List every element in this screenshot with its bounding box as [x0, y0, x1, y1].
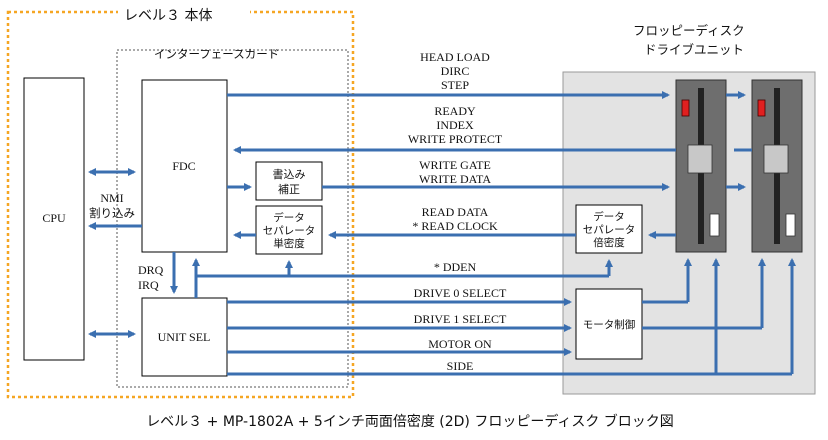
- write-comp-block: [255, 161, 323, 201]
- signal-drive0-select: DRIVE 0 SELECT: [414, 286, 507, 300]
- nmi-label: NMI: [100, 191, 123, 205]
- signal-read-clock: * READ CLOCK: [412, 219, 498, 233]
- cpu-block: [23, 77, 85, 361]
- unit-sel-label: UNIT SEL: [158, 330, 211, 344]
- signal-step: STEP: [441, 78, 469, 92]
- fdc-block: [141, 79, 228, 253]
- signal-ready: READY: [434, 104, 476, 118]
- host-title-bg: [118, 5, 250, 23]
- fdc-label: FDC: [172, 159, 195, 173]
- motor-ctrl-block: [575, 288, 643, 360]
- motor-ctrl-label: モータ制御: [583, 318, 636, 331]
- drq-label: DRQ: [138, 263, 164, 277]
- separator-sd-block: [255, 205, 323, 255]
- signal-side: SIDE: [447, 359, 474, 373]
- host-frame: [6, 10, 355, 399]
- host-title: レベル３ 本体: [124, 8, 212, 24]
- signal-write-gate: WRITE GATE: [419, 158, 491, 172]
- signal-motor-on: MOTOR ON: [428, 337, 492, 351]
- irq-label: IRQ: [138, 278, 159, 292]
- signal-index: INDEX: [436, 118, 474, 132]
- signal-read-data: READ DATA: [422, 205, 489, 219]
- card-title: インターフェースカード: [154, 47, 279, 61]
- fdd-title-line2: ドライブユニット: [644, 42, 744, 57]
- separator-sd-line3: 単密度: [273, 237, 305, 250]
- diagram-caption: レベル３ + MP-1802A + 5インチ両面倍密度 (2D) フロッピーディ…: [146, 413, 674, 430]
- floppy-drive-0: [675, 79, 727, 253]
- separator-dd-line3: 倍密度: [593, 236, 625, 249]
- signal-head-load: HEAD LOAD: [420, 50, 490, 64]
- unit-sel-block: [141, 297, 228, 377]
- signal-dden: * DDEN: [434, 260, 477, 274]
- drive0-led: [681, 99, 690, 117]
- separator-sd-line2: セパレータ: [263, 225, 316, 237]
- cpu-label: CPU: [42, 211, 66, 225]
- separator-dd-block: [575, 204, 643, 254]
- nmi-interrupt-label: 割り込み: [89, 206, 135, 220]
- drive1-led: [757, 99, 766, 117]
- signal-dirc: DIRC: [441, 64, 470, 78]
- fdd-title-line1: フロッピーディスク: [633, 23, 745, 38]
- floppy-drive-1: [751, 79, 803, 253]
- separator-dd-line2: セパレータ: [583, 224, 636, 236]
- write-comp-line2: 補正: [278, 183, 300, 196]
- separator-sd-line1: データ: [273, 211, 305, 224]
- signal-write-protect: WRITE PROTECT: [408, 132, 503, 146]
- write-comp-line1: 書込み: [273, 167, 306, 181]
- signal-wires: [88, 91, 796, 376]
- signal-drive1-select: DRIVE 1 SELECT: [414, 312, 507, 326]
- signal-write-data: WRITE DATA: [419, 172, 491, 186]
- separator-dd-line1: データ: [593, 210, 625, 223]
